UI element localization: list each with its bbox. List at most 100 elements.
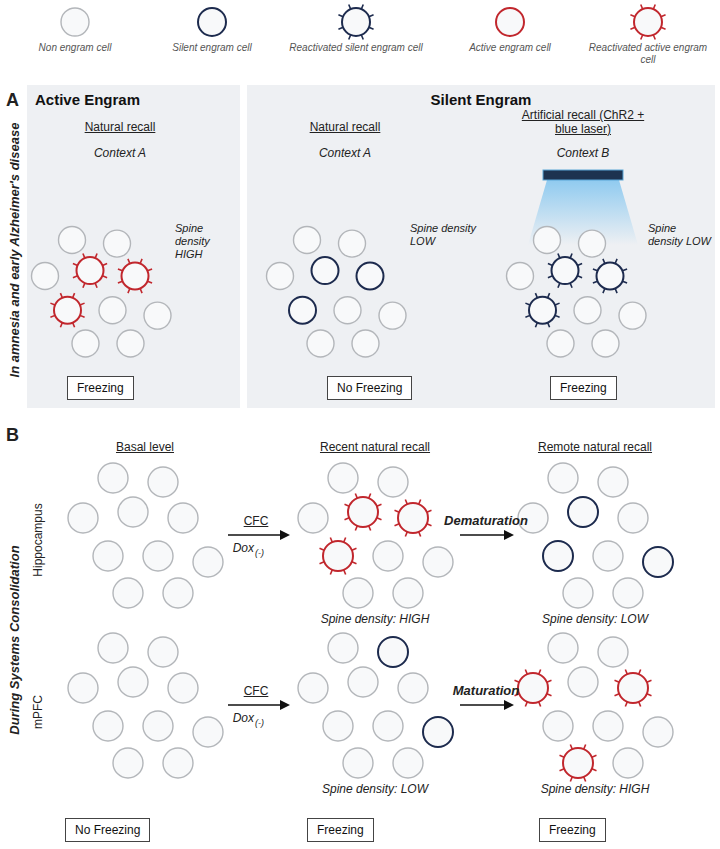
- cell-spike: [647, 680, 652, 682]
- cell-circle: [423, 547, 453, 577]
- cell-spike: [349, 35, 351, 40]
- cell-spike: [118, 269, 123, 271]
- cell-spike: [584, 745, 586, 750]
- label-text: CFC: [226, 684, 286, 698]
- cell-circle: [77, 257, 104, 284]
- cell-spike: [73, 276, 78, 278]
- cell-spike: [615, 694, 620, 696]
- outcome-box: No Freezing: [65, 818, 150, 842]
- cell-spike: [661, 27, 666, 29]
- cell-spike: [560, 755, 565, 757]
- cell-spike: [630, 27, 635, 29]
- process-arrow: [228, 704, 282, 706]
- cell-spike: [535, 293, 537, 298]
- cell-spike: [102, 276, 107, 278]
- cell-circle: [298, 673, 328, 703]
- arrow-head: [504, 530, 514, 540]
- cell-spike: [405, 532, 407, 537]
- cell-circle: [343, 748, 373, 778]
- cell-circle: [72, 330, 99, 357]
- cell-spike: [95, 254, 97, 259]
- outcome-box: Freezing: [550, 376, 617, 400]
- cell-spike: [622, 269, 627, 271]
- cell-circle: [393, 748, 423, 778]
- laser-fiber: [543, 170, 623, 180]
- cell-spike: [615, 259, 617, 264]
- box-text: Freezing: [317, 823, 364, 837]
- cell-spike: [419, 500, 421, 505]
- cell-spike: [395, 510, 400, 512]
- label-text: Spine density: HIGH: [300, 612, 450, 626]
- cell-spike: [50, 315, 55, 317]
- cell-circle: [574, 297, 601, 324]
- cell-circle: [398, 503, 428, 533]
- cell-spike: [593, 281, 598, 283]
- cell-spike: [427, 524, 432, 526]
- cell-spike: [405, 500, 407, 505]
- label-text: (-): [255, 718, 275, 728]
- cell-spike: [377, 518, 382, 520]
- label-text: Spine density HIGH: [175, 222, 237, 261]
- cell-spike: [603, 288, 605, 293]
- cell-spike: [147, 269, 152, 271]
- cell-spike: [140, 288, 142, 293]
- label-text: (-): [255, 548, 275, 558]
- cell-circle: [579, 230, 606, 257]
- label-text: Natural recall: [285, 120, 405, 134]
- cell-circle: [68, 503, 98, 533]
- cell-spike: [377, 504, 382, 506]
- cell-circle: [59, 227, 86, 254]
- cell-circle: [144, 302, 171, 329]
- cell-spike: [653, 35, 655, 40]
- cell-circle: [348, 667, 378, 697]
- cell-spike: [73, 293, 75, 298]
- arrow-head: [504, 700, 514, 710]
- cell-circle: [168, 673, 198, 703]
- cell-circle: [143, 541, 173, 571]
- label-text: Spine density: LOW: [520, 612, 670, 626]
- label-text: Basal level: [85, 440, 205, 454]
- cell-circle: [104, 230, 131, 257]
- cell-circle: [328, 463, 358, 493]
- cell-circle: [507, 263, 534, 290]
- cell-circle: [547, 330, 574, 357]
- cell-circle: [93, 711, 123, 741]
- cell-circle: [563, 578, 593, 608]
- box-text: No Freezing: [75, 823, 140, 837]
- cell-circle: [117, 330, 144, 357]
- cell-spike: [427, 510, 432, 512]
- cell-spike: [80, 303, 85, 305]
- cell-spike: [539, 670, 541, 675]
- cell-circle: [518, 673, 548, 703]
- legend-text: Non engram cell: [5, 42, 145, 54]
- cell-spike: [83, 254, 85, 259]
- label-text: Context A: [60, 146, 180, 160]
- cell-spike: [102, 264, 107, 266]
- panel-heading: Active Engram: [35, 91, 140, 109]
- cell-circle: [198, 8, 226, 36]
- cell-spike: [622, 281, 627, 283]
- cell-circle: [398, 673, 428, 703]
- cell-spike: [525, 702, 527, 707]
- cell-spike: [560, 769, 565, 771]
- arrow-head: [280, 530, 290, 540]
- outcome-box: No Freezing: [327, 376, 412, 400]
- cell-circle: [61, 8, 89, 36]
- label-text: Remote natural recall: [525, 440, 665, 454]
- cell-spike: [344, 570, 346, 575]
- outcome-box: Freezing: [307, 818, 374, 842]
- cell-spike: [641, 4, 643, 9]
- cell-spike: [647, 694, 652, 696]
- cell-spike: [548, 264, 553, 266]
- label-text: In amnesia and early Alzheimer's disease: [7, 100, 23, 400]
- label-text: B: [6, 425, 26, 445]
- cell-spike: [584, 777, 586, 782]
- cell-circle: [298, 503, 328, 533]
- cell-spike: [630, 15, 635, 17]
- label-text: A: [6, 90, 26, 110]
- cell-spike: [118, 281, 123, 283]
- cell-spike: [535, 323, 537, 328]
- cell-spike: [639, 702, 641, 707]
- label-text: During Systems Consolidation: [7, 490, 23, 790]
